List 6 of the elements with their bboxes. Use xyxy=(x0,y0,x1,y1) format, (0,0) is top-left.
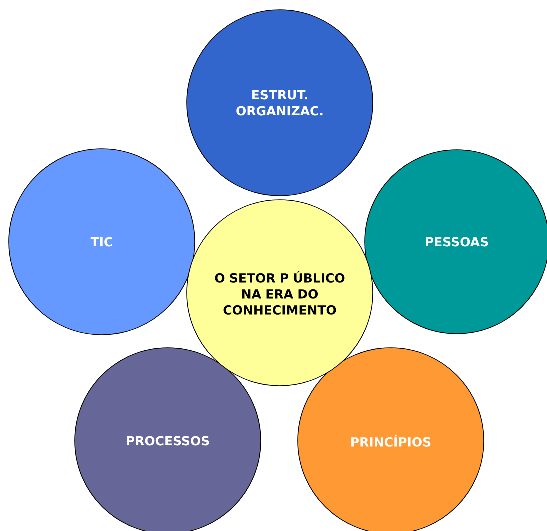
circle-node: PESSOAS xyxy=(364,150,547,334)
circle-node: O SETOR P ÚBLICO NA ERA DO CONHECIMENTO xyxy=(186,200,374,386)
circle-node: PROCESSOS xyxy=(74,348,262,531)
circle-node: TIC xyxy=(8,148,196,336)
circle-node: ESTRUT. ORGANIZAC. xyxy=(186,10,374,196)
circle-node: PRINCÍPIOS xyxy=(298,348,484,531)
